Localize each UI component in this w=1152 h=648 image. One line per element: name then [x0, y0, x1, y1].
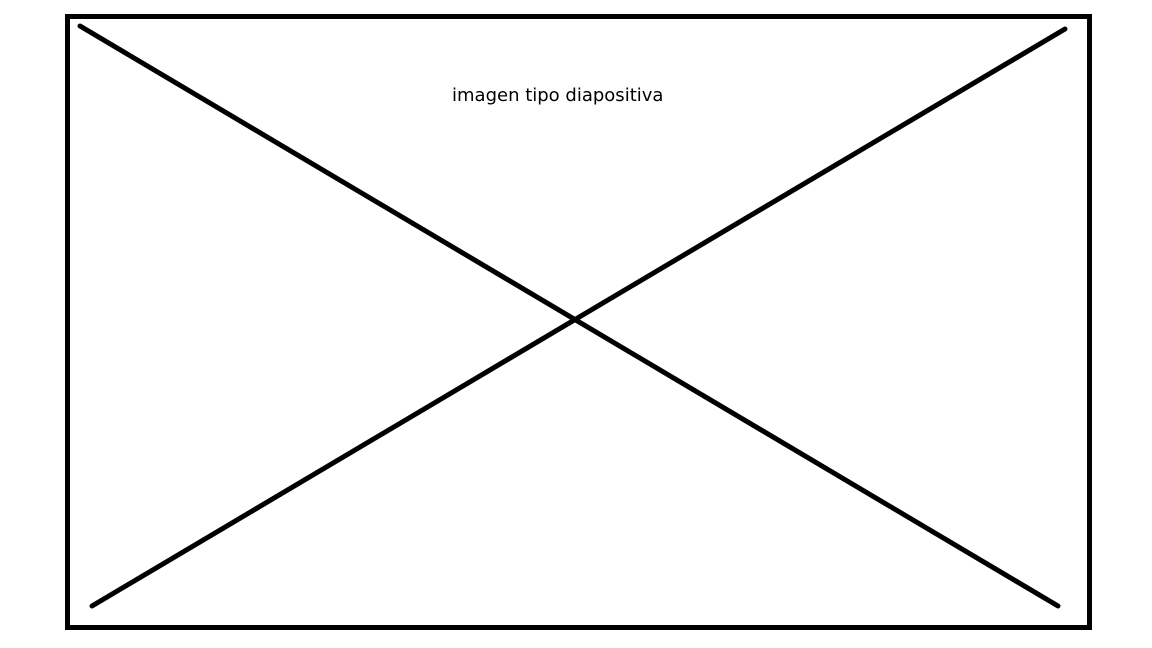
diagonal-line-bottom-left-to-top-right	[89, 26, 1068, 609]
placeholder-frame	[65, 14, 1092, 630]
diagonal-line-top-left-to-bottom-right	[77, 23, 1061, 609]
placeholder-caption: imagen tipo diapositiva	[452, 85, 664, 106]
